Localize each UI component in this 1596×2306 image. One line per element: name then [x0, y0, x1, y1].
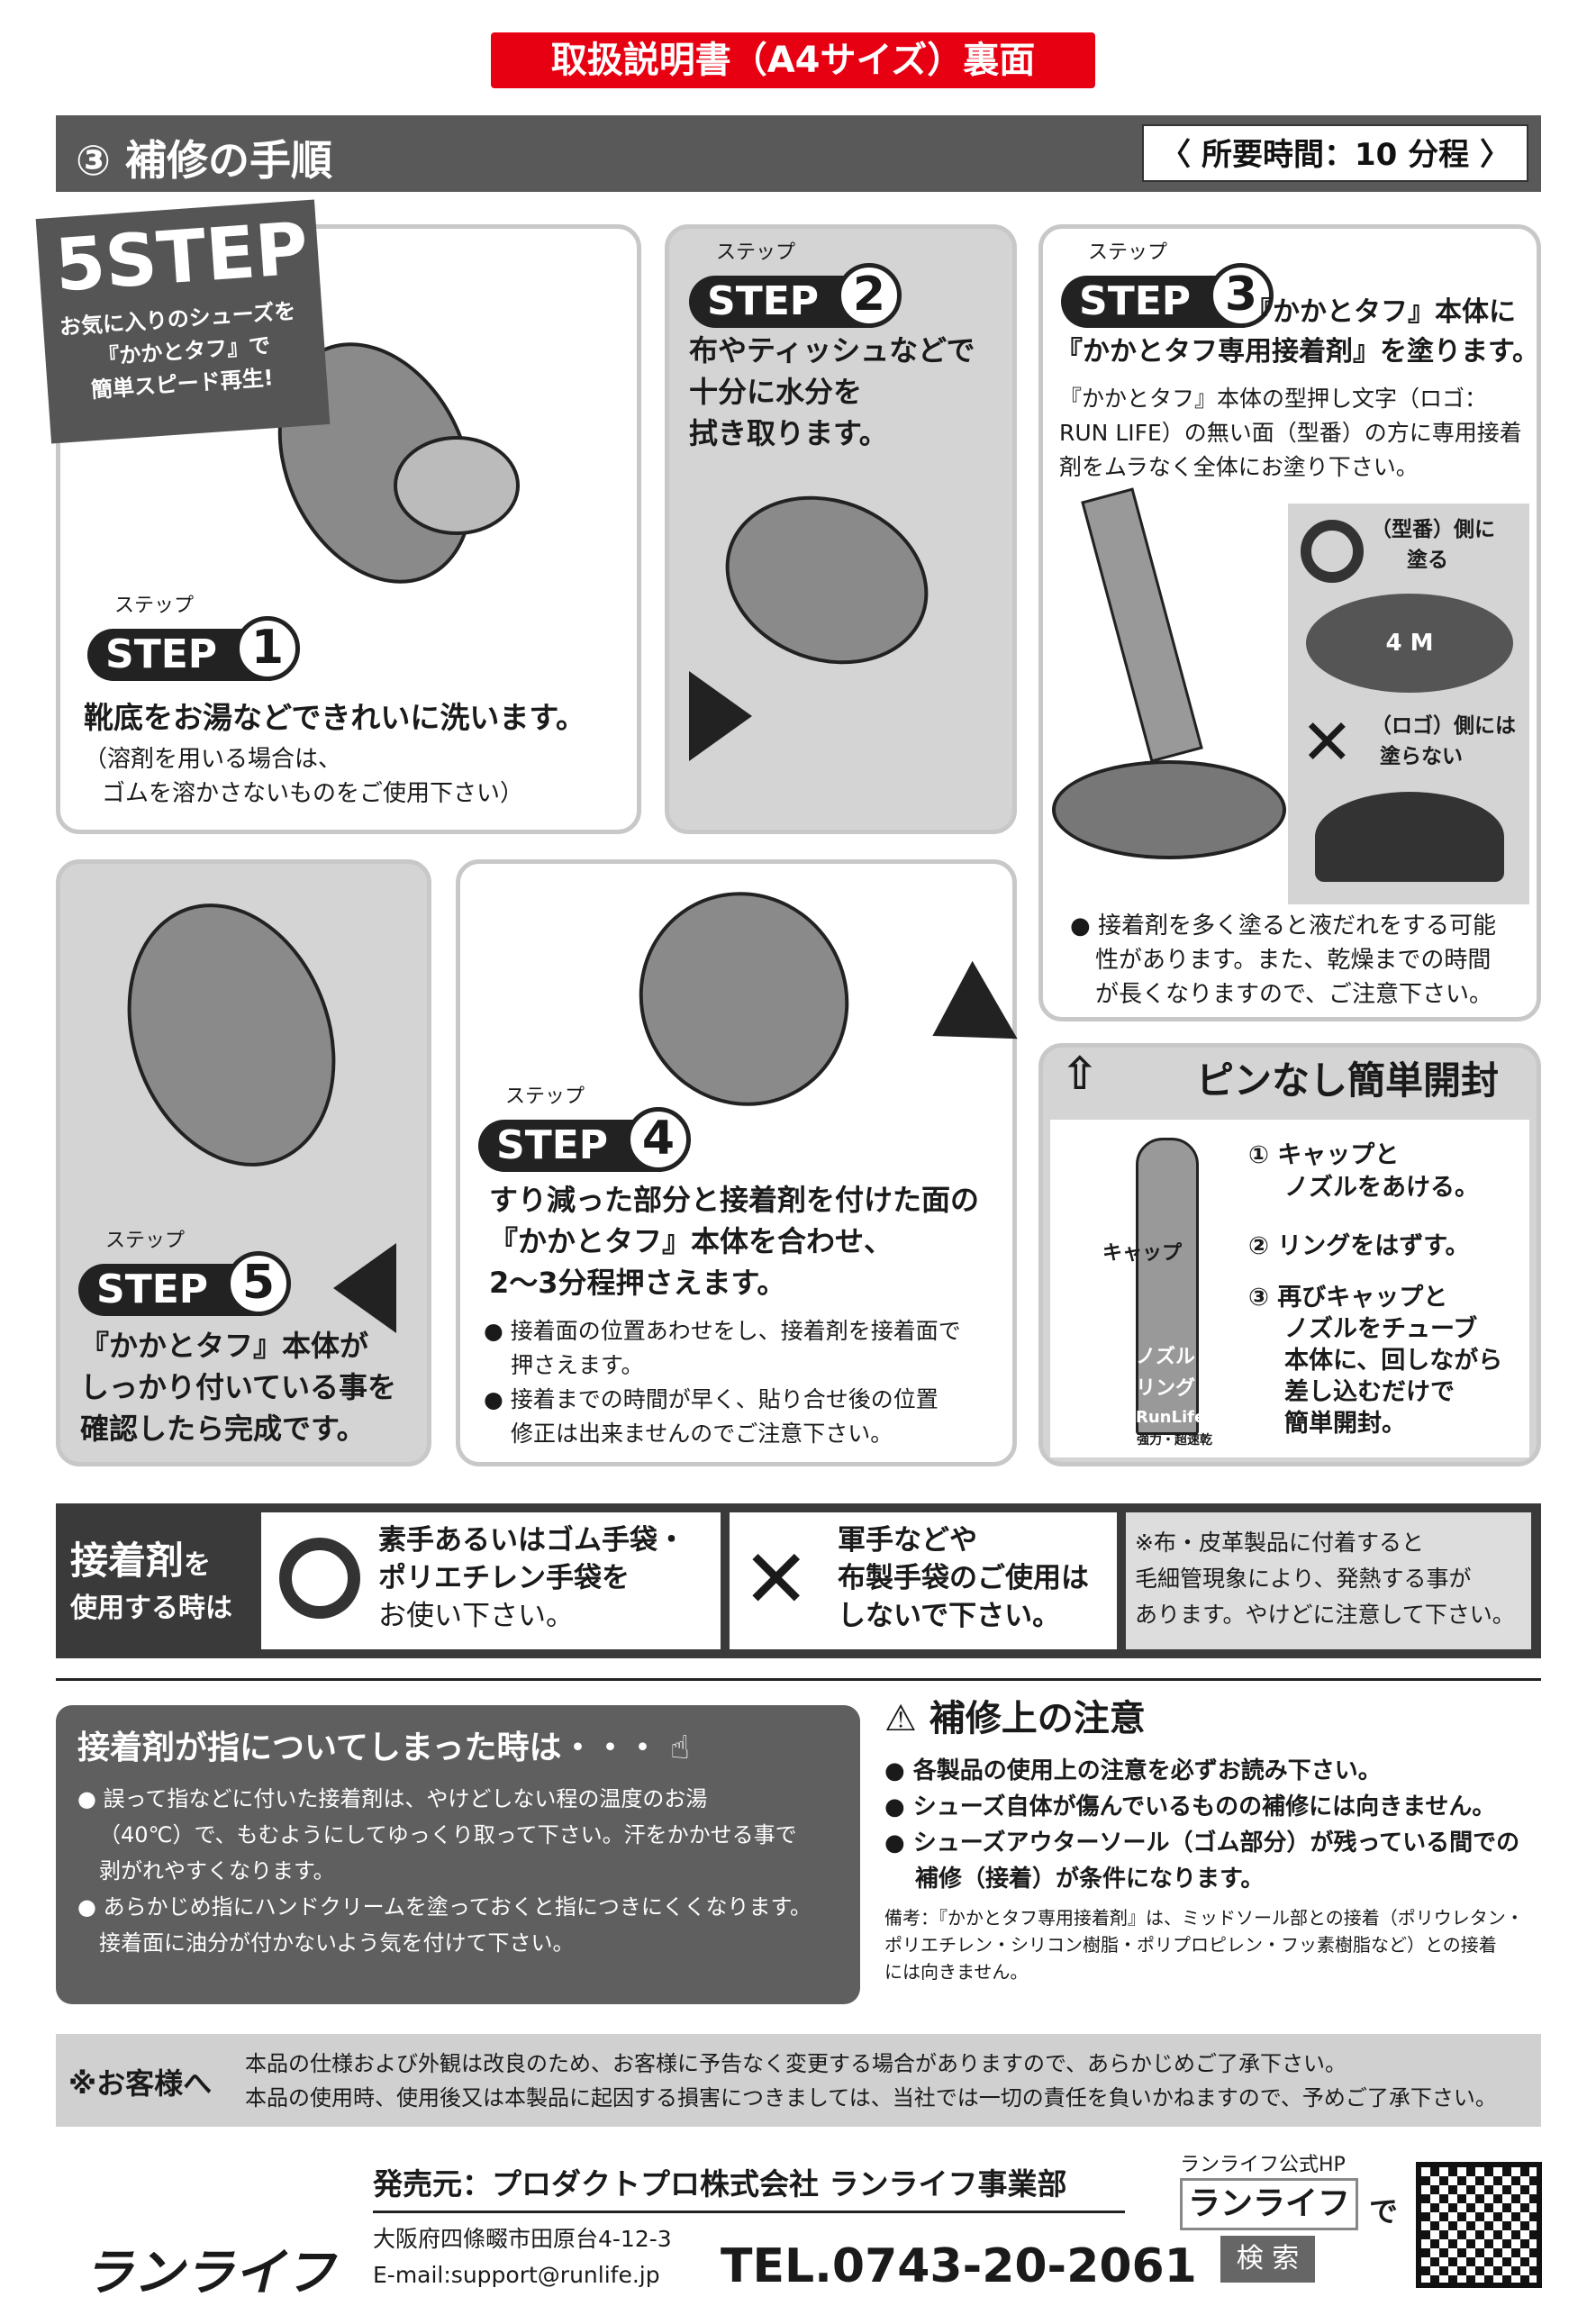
step3-note: ● 接着剤を多く塗ると液だれをする可能性があります。また、乾燥までの時間が長くな…	[1070, 912, 1496, 1008]
document-title: 取扱説明書（A4サイズ）裏面	[491, 32, 1095, 88]
finger-contact-box: 接着剤が指についてしまった時は・・・ ☝ ● 誤って指などに付いた接着剤は、やけ…	[56, 1705, 860, 2004]
step5-text: 『かかとタフ』本体がしっかり付いている事を確認したら完成です。	[80, 1329, 397, 1446]
cross-ng-icon: ✕	[742, 1532, 811, 1627]
finger-pointing-icon: ☝	[670, 1730, 690, 1766]
logo-side	[1315, 792, 1504, 882]
time-required: 〈 所要時間：10 分程 〉	[1142, 124, 1528, 182]
glue-tube-illustration	[1081, 487, 1203, 763]
seller: 発売元：プロダクトプロ株式会社 ランライフ事業部	[373, 2160, 1125, 2213]
divider	[56, 1678, 1541, 1681]
up-arrow-icon: ⇧	[1061, 1048, 1099, 1100]
shoe-illustration	[702, 468, 952, 692]
brush-illustration	[394, 436, 520, 535]
search-box[interactable]: ランライフ	[1180, 2178, 1358, 2230]
five-step-badge: 5STEP お気に入りのシューズを 『かかとタフ』で 簡単スピード再生!	[35, 199, 331, 444]
step1-sub: ゴムを溶かさないものをご使用下さい）	[102, 780, 524, 807]
step1-text: 靴底をお湯などできれいに洗います。	[84, 700, 586, 735]
ok-ng-guide: （型番）側に塗る 4 M ✕ （ロゴ）側には塗らない	[1288, 504, 1529, 904]
step2-text: 布やティッシュなどで十分に水分を拭き取ります。	[689, 333, 975, 450]
circle-ok-icon	[1301, 520, 1364, 583]
step3-desc: 『かかとタフ』本体の型押し文字（ロゴ：RUN LIFE）の無い面（型番）の方に専…	[1059, 386, 1522, 480]
circle-ok-icon	[279, 1538, 360, 1619]
heel-pad-illustration	[1052, 760, 1286, 859]
pin-title: ピンなし簡単開封	[1196, 1058, 1500, 1103]
phone-number: TEL.0743-20-2061	[721, 2239, 1197, 2293]
tube-illustration	[1136, 1138, 1199, 1435]
step3-heading: 『かかとタフ』本体に	[1246, 296, 1516, 328]
repair-cautions: ⚠ 補修上の注意 ● 各製品の使用上の注意を必ずお読み下さい。● シューズ自体が…	[884, 1698, 1524, 1983]
section-header: ③ 補修の手順 〈 所要時間：10 分程 〉	[56, 115, 1541, 192]
runlife-logo: ランライフ	[83, 2244, 335, 2302]
ng-glove-cell: ✕ 軍手などや布製手袋のご使用はしないで下さい。	[730, 1512, 1117, 1649]
arrow-right-icon	[689, 671, 752, 761]
heat-warning: ※布・皮革製品に付着すると毛細管現象により、発熱する事があります。やけどに注意し…	[1126, 1512, 1531, 1649]
step4-bullets: ● 接着面の位置あわせをし、接着剤を接着面で押さえます。● 接着までの時間が早く…	[484, 1318, 961, 1447]
arrow-left-icon	[333, 1243, 396, 1333]
shoe-illustration	[600, 864, 888, 1145]
model-number-side: 4 M	[1306, 594, 1513, 693]
glove-usage-band: 接着剤を使用する時は 素手あるいはゴム手袋・ポリエチレン手袋をお使い下さい。 ✕…	[56, 1503, 1541, 1658]
ok-glove-cell: 素手あるいはゴム手袋・ポリエチレン手袋をお使い下さい。	[261, 1512, 721, 1649]
step3-heading: 『かかとタフ専用接着剤』を塗ります。	[1056, 336, 1539, 368]
search-button[interactable]: 検 索	[1220, 2236, 1315, 2283]
pin-illustration-area: キャップ ノズル リング RunLife 強力・超速乾 ① キャップとノズルをあ…	[1050, 1120, 1529, 1457]
cross-ng-icon: ✕	[1301, 705, 1354, 779]
shoe-illustration	[92, 874, 371, 1196]
step1-sub: （溶剤を用いる場合は、	[84, 746, 342, 773]
section-title: ③ 補修の手順	[76, 136, 332, 185]
qr-code[interactable]	[1416, 2162, 1542, 2288]
warning-triangle-icon: ⚠	[884, 1698, 917, 1739]
customer-notice: ※お客様へ 本品の仕様および外観は改良のため、お客様に予告なく変更する場合があり…	[56, 2034, 1541, 2127]
hp-label: ランライフ公式HP	[1180, 2154, 1346, 2176]
de-text: で	[1369, 2194, 1399, 2229]
pin-open-panel: ⇧ ピンなし簡単開封 キャップ ノズル リング RunLife 強力・超速乾 ①…	[1038, 1043, 1541, 1466]
step4-text: すり減った部分と接着剤を付けた面の『かかとタフ』本体を合わせ、2〜3分程押さえま…	[489, 1183, 980, 1300]
